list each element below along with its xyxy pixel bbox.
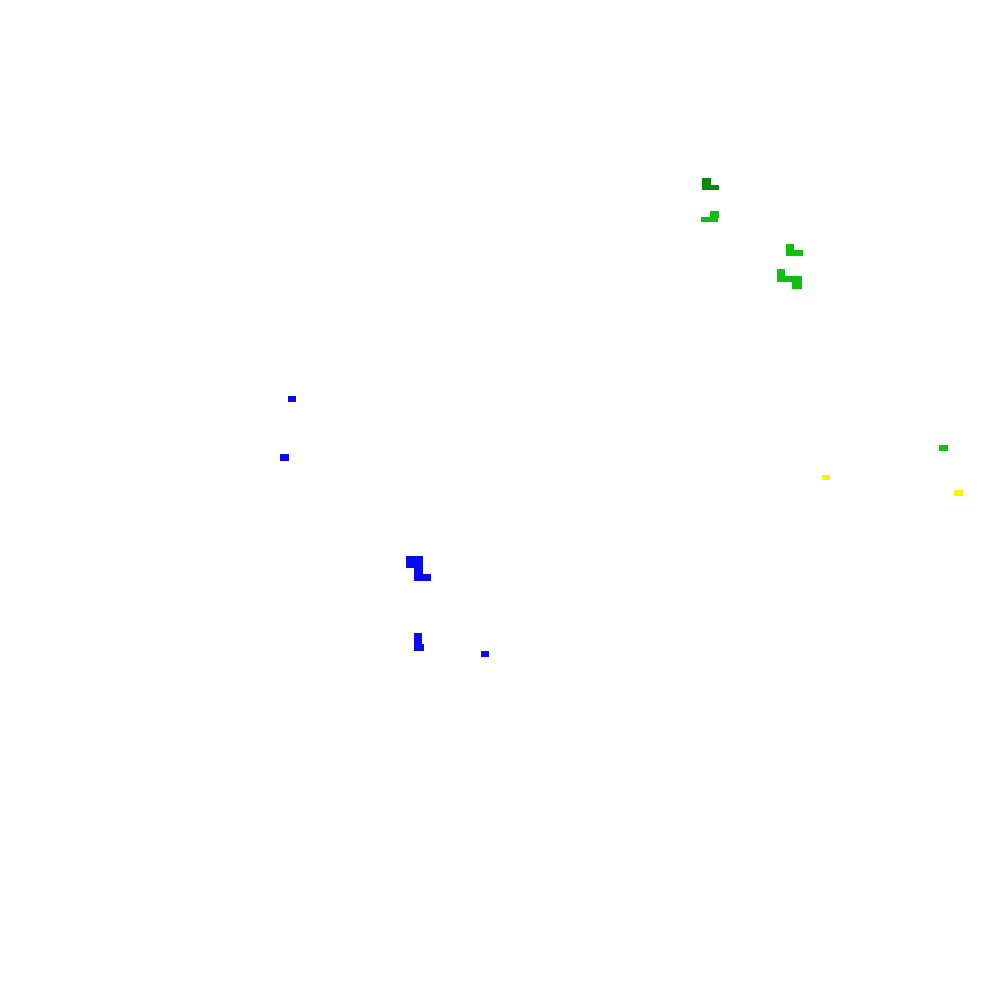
blue-dot-lower — [481, 651, 489, 657]
yellow-dot-left-pixel-block — [822, 475, 830, 480]
yellow-dot-right — [954, 490, 963, 496]
dark-green-l-shape-pixel-block — [702, 178, 711, 190]
green-l-shape-large — [777, 269, 802, 289]
yellow-dot-right-pixel-block — [954, 490, 963, 496]
blue-dot-middle — [280, 454, 289, 461]
green-l-shape-large-pixel-block — [777, 269, 785, 282]
green-hook-shape-pixel-block — [710, 211, 719, 218]
blue-dot-lower-pixel-block — [481, 651, 489, 657]
green-l-shape-small — [786, 244, 803, 256]
blue-bar-shape-pixel-block — [414, 644, 424, 651]
blue-z-shape-pixel-block — [414, 566, 423, 576]
blue-dot-middle-pixel-block — [280, 454, 289, 461]
dark-green-l-shape — [702, 178, 719, 190]
dark-green-l-shape-pixel-block — [702, 185, 719, 190]
yellow-dot-left — [822, 475, 830, 480]
green-l-shape-small-pixel-block — [786, 244, 794, 255]
green-l-shape-large-pixel-block — [777, 276, 802, 282]
green-hook-shape — [701, 211, 719, 222]
blue-dot-upper-pixel-block — [288, 396, 296, 402]
blue-bar-shape — [414, 633, 424, 651]
green-dot-pixel-block — [939, 445, 948, 451]
blue-z-shape — [406, 556, 431, 581]
blue-bar-shape-pixel-block — [414, 633, 422, 645]
blue-z-shape-pixel-block — [406, 556, 423, 568]
green-l-shape-small-pixel-block — [786, 250, 803, 256]
green-dot — [939, 445, 948, 451]
green-hook-shape-pixel-block — [701, 217, 718, 222]
blue-z-shape-pixel-block — [414, 574, 431, 581]
green-l-shape-large-pixel-block — [792, 276, 802, 289]
blue-dot-upper — [288, 396, 296, 402]
